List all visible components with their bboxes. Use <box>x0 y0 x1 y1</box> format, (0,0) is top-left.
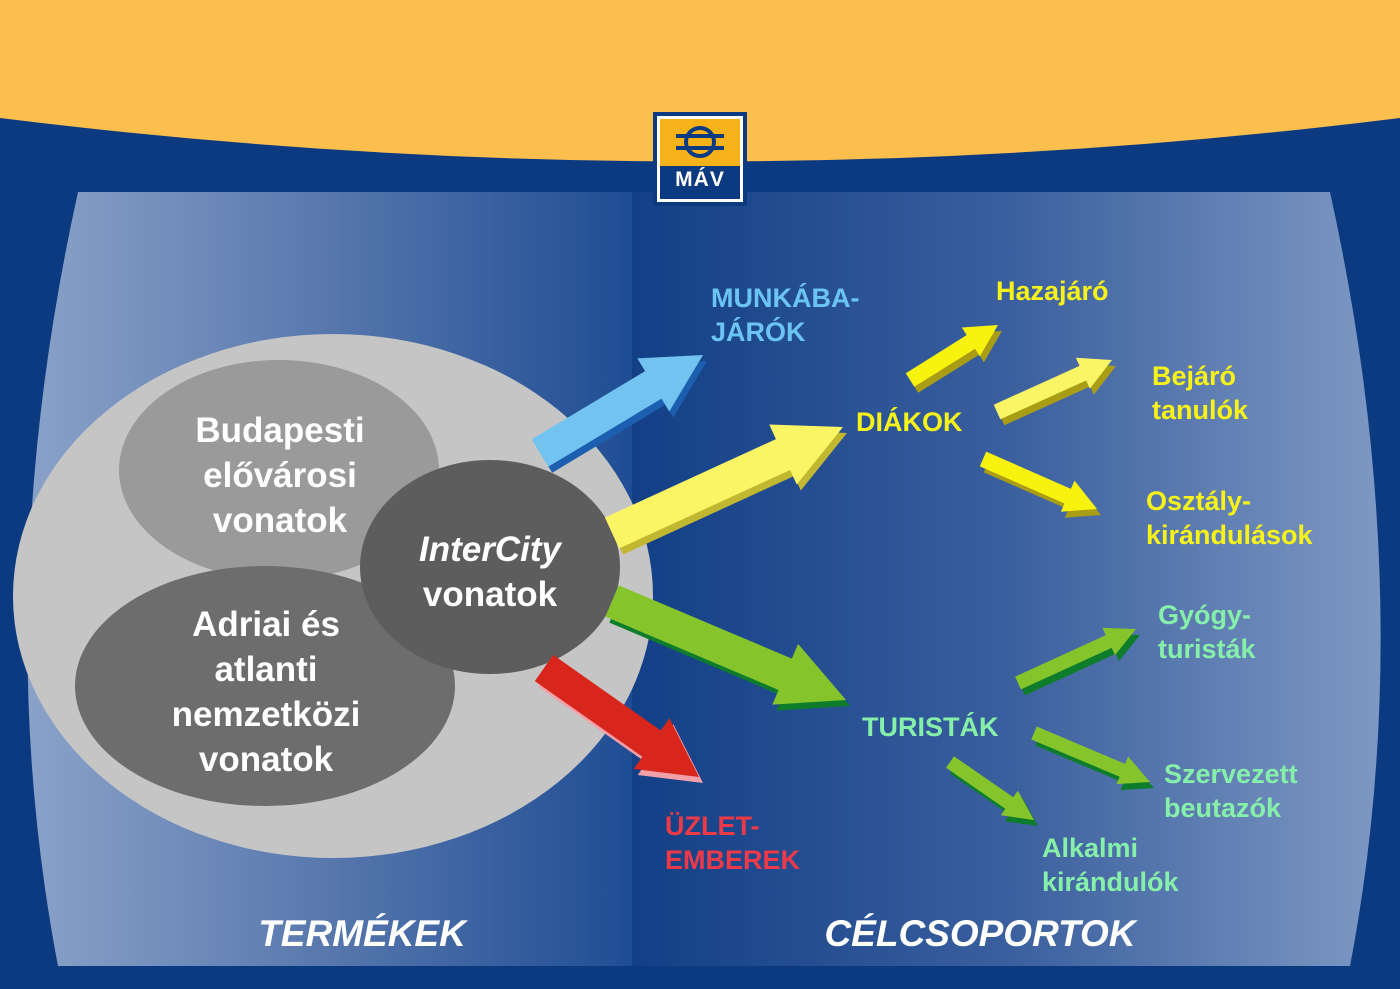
arrow-to-gyogy-shadow <box>1019 633 1140 696</box>
osztaly-label: Osztály- kirándulások <box>1146 484 1313 552</box>
budapesti-line: elővárosi <box>203 456 357 495</box>
diakok-label: DIÁKOK <box>856 407 963 437</box>
budapesti-label: Budapesti elővárosi vonatok <box>180 408 380 543</box>
adriai-ellipse <box>75 566 455 806</box>
arrow-to-uzlet <box>534 654 699 777</box>
adriai-line: atlanti <box>214 650 318 689</box>
budapesti-ellipse <box>119 360 439 580</box>
adriai-line: vonatok <box>198 740 334 779</box>
szervezett-line: Szervezett <box>1164 759 1298 789</box>
arrows-layer <box>531 325 1154 826</box>
uzlet-line: EMBEREK <box>665 845 801 875</box>
szervezett-line: beutazók <box>1164 793 1282 823</box>
bejaro-line: tanulók <box>1152 395 1249 425</box>
bejaro-line: Bejáró <box>1152 361 1237 391</box>
turistak-label: TURISTÁK <box>862 712 999 742</box>
gyogy-label: Gyógy- turisták <box>1158 598 1256 666</box>
mav-logo-text: MÁV <box>675 168 725 191</box>
arrow-to-diakok <box>604 424 843 549</box>
adriai-line: Adriai és <box>192 605 340 644</box>
arrow-to-turistak <box>605 585 846 705</box>
footer-products-label: TERMÉKEK <box>258 913 466 954</box>
arrow-to-szervezett <box>1031 726 1150 785</box>
alkalmi-line: Alkalmi <box>1042 833 1139 863</box>
mav-logo <box>653 112 747 206</box>
arrow-to-munkabajarok <box>531 355 703 467</box>
intercity-ellipse <box>360 460 620 674</box>
bejaro-label: Bejáró tanulók <box>1152 359 1248 427</box>
munkabajarok-label: MUNKÁBA- JÁRÓK <box>711 281 859 349</box>
budapesti-line: Budapesti <box>195 411 365 450</box>
top-band <box>0 0 1400 162</box>
uzlet-label: ÜZLET- EMBEREK <box>665 809 800 877</box>
intercity-line: InterCity <box>419 530 561 569</box>
arrow-to-osztaly <box>979 451 1097 512</box>
munkabajarok-line: JÁRÓK <box>711 317 806 347</box>
adriai-label: Adriai és atlanti nemzetközi vonatok <box>146 602 386 782</box>
intercity-label: InterCity vonatok <box>390 527 590 617</box>
munkabajarok-line: MUNKÁBA- <box>711 283 860 313</box>
szervezett-label: Szervezett beutazók <box>1164 757 1298 825</box>
arrow-to-hazajaro <box>905 325 998 387</box>
arrow-to-bejaro <box>993 357 1112 420</box>
uzlet-line: ÜZLET- <box>665 811 760 841</box>
footer-target-groups-label: CÉLCSOPORTOK <box>824 913 1136 954</box>
gyogy-line: Gyógy- <box>1158 600 1252 630</box>
mav-wheel-icon <box>676 126 724 158</box>
gyogy-line: turisták <box>1158 634 1256 664</box>
arrow-to-alkalmi <box>946 756 1034 820</box>
hazajaro-label: Hazajáró <box>996 276 1109 306</box>
target-groups-panel <box>632 192 1381 966</box>
arrow-to-gyogy <box>1015 627 1136 690</box>
osztaly-line: kirándulások <box>1146 520 1313 550</box>
osztaly-line: Osztály- <box>1146 486 1252 516</box>
budapesti-line: vonatok <box>212 501 348 540</box>
intercity-line: vonatok <box>422 575 558 614</box>
adriai-line: nemzetközi <box>171 695 361 734</box>
alkalmi-label: Alkalmi kirándulók <box>1042 831 1179 899</box>
alkalmi-line: kirándulók <box>1042 867 1179 897</box>
